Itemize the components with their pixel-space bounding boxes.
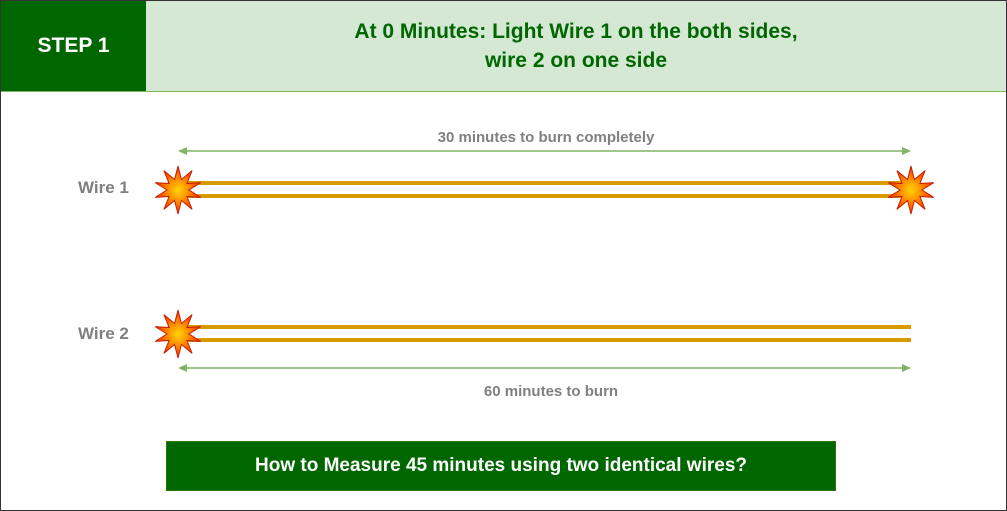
wire-1 — [178, 181, 911, 198]
wire-1-right-flame-icon — [887, 165, 935, 215]
wire-1-label: Wire 1 — [78, 178, 129, 197]
question-banner: How to Measure 45 minutes using two iden… — [166, 441, 836, 491]
step-label: STEP 1 — [37, 34, 110, 57]
wire-2-left-flame-icon — [154, 309, 202, 359]
step-title-line-2: wire 2 on one side — [484, 49, 668, 72]
step-title: At 0 Minutes: Light Wire 1 on the both s… — [146, 1, 1006, 91]
wire-1-left-flame-icon — [154, 165, 202, 215]
question-text: How to Measure 45 minutes using two iden… — [255, 455, 747, 476]
header: STEP 1 At 0 Minutes: Light Wire 1 on the… — [1, 1, 1006, 92]
wire-1-caption: 30 minutes to burn completely — [437, 129, 655, 146]
wire-2-duration-arrow — [178, 364, 911, 372]
step-title-line-1: At 0 Minutes: Light Wire 1 on the both s… — [354, 20, 798, 43]
wire-2 — [178, 325, 911, 342]
wire-2-label: Wire 2 — [78, 324, 129, 343]
step-badge: STEP 1 — [1, 1, 146, 91]
wire-2-caption: 60 minutes to burn — [483, 383, 619, 400]
wire-1-duration-arrow — [178, 147, 911, 155]
